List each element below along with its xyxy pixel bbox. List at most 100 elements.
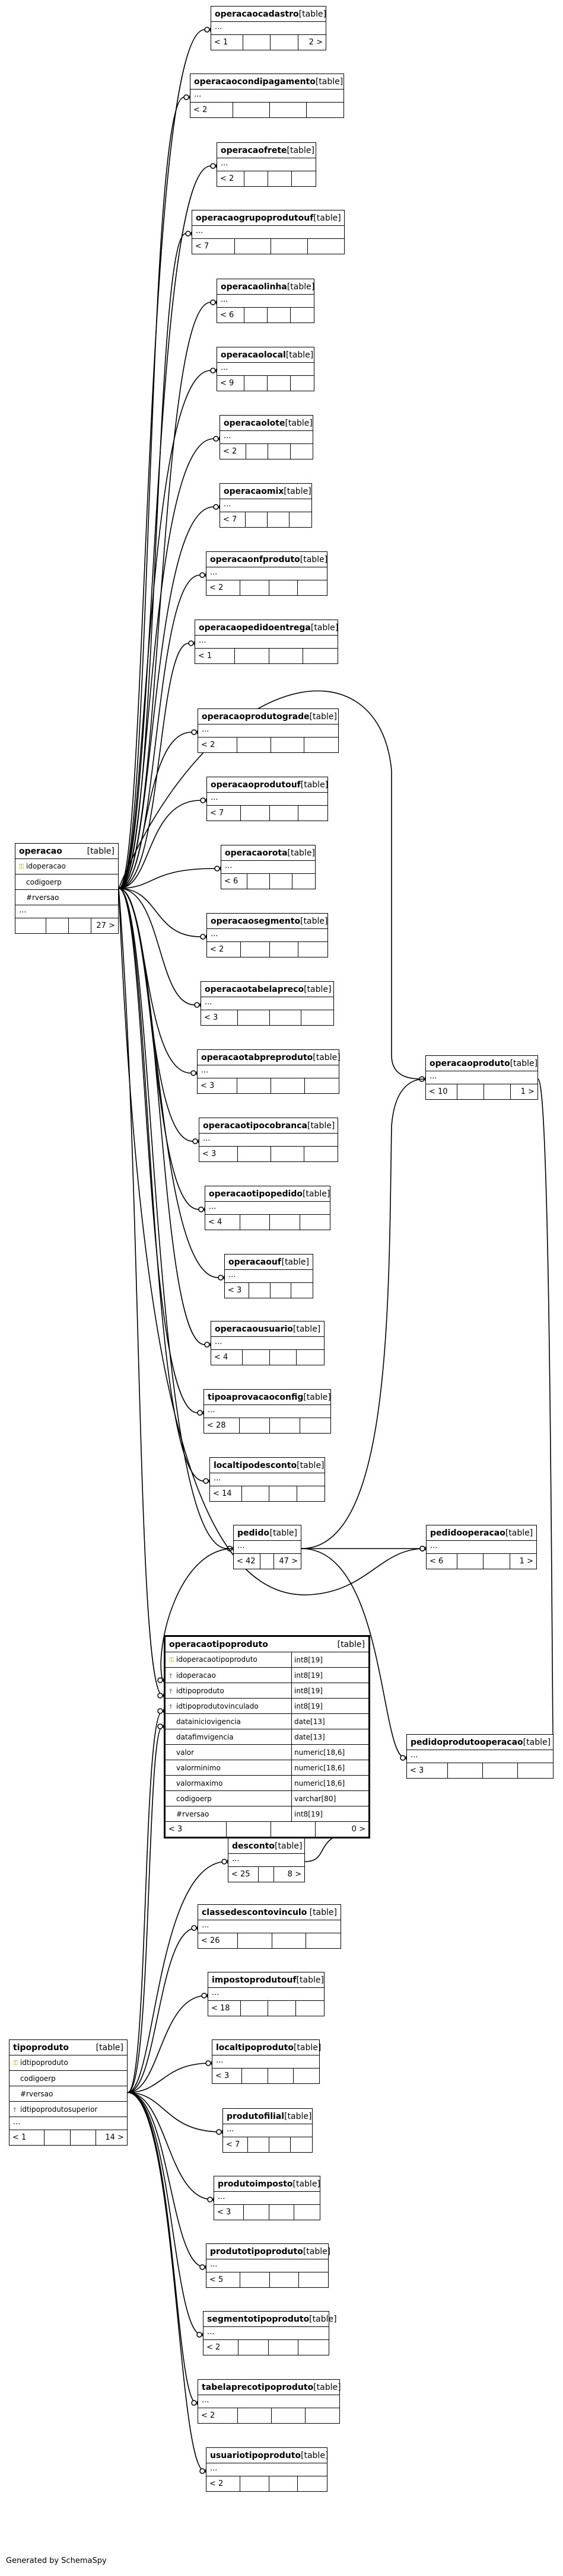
- footer-cell[interactable]: < 3: [166, 1822, 227, 1837]
- table-header[interactable]: operacaorota[table]: [221, 845, 315, 861]
- table-header[interactable]: tabelaprecotipoproduto[table]: [198, 2380, 341, 2395]
- footer-cell[interactable]: [292, 171, 316, 186]
- footer-cell[interactable]: [298, 2476, 327, 2491]
- table-header[interactable]: operacaomix[table]: [220, 484, 311, 499]
- footer-cell[interactable]: [291, 308, 314, 323]
- table-operacaoprodutograde[interactable]: operacaoprodutograde[table]...< 2: [198, 708, 339, 753]
- footer-cell[interactable]: [297, 1350, 324, 1365]
- table-header[interactable]: operacaolote[table]: [220, 416, 313, 431]
- footer-cell[interactable]: 47 >: [279, 1557, 298, 1566]
- footer-cell[interactable]: < 7: [223, 2137, 248, 2152]
- table-header[interactable]: operacaolinha[table]: [217, 279, 314, 295]
- table-operacaotabelapreco[interactable]: operacaotabelapreco[table]...< 3: [201, 981, 334, 1026]
- table-usuariotipoproduto[interactable]: usuariotipoproduto[table]...< 2: [206, 2447, 328, 2492]
- table-operacaolote[interactable]: operacaolote[table]...< 2: [220, 415, 313, 459]
- table-header[interactable]: classedescontovinculo[table]: [198, 1905, 341, 1920]
- table-header[interactable]: usuariotipoproduto[table]: [206, 2448, 328, 2463]
- footer-cell[interactable]: < 3: [198, 1078, 237, 1093]
- footer-cell[interactable]: < 3: [199, 1147, 238, 1161]
- table-produtofilial[interactable]: produtofilial[table]...< 7: [222, 2108, 313, 2153]
- footer-cell[interactable]: [298, 2340, 329, 2355]
- table-header[interactable]: impostoprodutouf[table]: [208, 1972, 324, 1988]
- column-row[interactable]: #rversao: [9, 2086, 127, 2102]
- footer-cell[interactable]: < 2: [206, 580, 240, 595]
- footer-cell[interactable]: < 10: [426, 1084, 457, 1099]
- table-header[interactable]: produtoimposto[table]: [214, 2176, 320, 2192]
- table-header[interactable]: localtipoproduto[table]: [212, 2040, 321, 2055]
- footer-cell[interactable]: [297, 1486, 325, 1501]
- footer-cell[interactable]: [300, 1418, 330, 1433]
- table-header[interactable]: operacaolocal[table]: [217, 347, 314, 363]
- footer-cell[interactable]: < 2: [220, 444, 246, 459]
- table-impostoprodutouf[interactable]: impostoprodutouf[table]...< 18: [208, 1972, 325, 2016]
- column-row[interactable]: ⚿idoperacao: [15, 859, 118, 874]
- table-header[interactable]: operacaotabelapreco[table]: [201, 982, 333, 997]
- table-tipoaprovacaoconfig[interactable]: tipoaprovacaoconfig[table]...< 28: [203, 1389, 331, 1434]
- table-operacaouf[interactable]: operacaouf[table]...< 3: [224, 1254, 313, 1298]
- table-header[interactable]: operacaotipoproduto[table]: [166, 1637, 368, 1652]
- table-operacaoprodutouf[interactable]: operacaoprodutouf[table]...< 7: [206, 777, 328, 821]
- table-produtotipoproduto[interactable]: produtotipoproduto[table]...< 5: [206, 2243, 330, 2288]
- footer-cell[interactable]: [308, 239, 344, 254]
- table-produtoimposto[interactable]: produtoimposto[table]...< 3: [214, 2176, 320, 2220]
- footer-cell[interactable]: [304, 738, 338, 752]
- table-header[interactable]: produtotipoproduto[table]: [206, 2244, 330, 2259]
- footer-cell[interactable]: < 7: [192, 239, 235, 254]
- footer-cell[interactable]: < 9: [217, 376, 244, 391]
- table-operacaolinha[interactable]: operacaolinha[table]...< 6: [217, 279, 314, 323]
- footer-cell[interactable]: < 7: [207, 806, 241, 821]
- footer-cell[interactable]: [306, 1933, 341, 1948]
- column-row[interactable]: #rversao: [15, 890, 118, 905]
- table-header[interactable]: operacaofrete[table]: [217, 143, 316, 158]
- table-header[interactable]: operacaoprodutouf[table]: [207, 777, 328, 793]
- footer-cell[interactable]: < 26: [198, 1933, 238, 1948]
- footer-cell[interactable]: < 14: [210, 1486, 243, 1501]
- footer-cell[interactable]: < 6: [427, 1554, 457, 1569]
- table-header[interactable]: tipoaprovacaoconfig[table]: [204, 1390, 331, 1405]
- footer-cell[interactable]: < 18: [208, 2001, 241, 2016]
- footer-cell[interactable]: < 4: [211, 1350, 243, 1365]
- footer-cell[interactable]: < 4: [205, 1215, 240, 1230]
- footer-cell[interactable]: 2 >: [308, 38, 323, 47]
- table-classedescontovinculo[interactable]: classedescontovinculo[table]...< 26: [198, 1904, 341, 1949]
- footer-cell[interactable]: [291, 1283, 313, 1298]
- table-operacaolocal[interactable]: operacaolocal[table]...< 9: [217, 347, 314, 391]
- footer-cell[interactable]: [291, 444, 313, 459]
- footer-cell[interactable]: [15, 918, 46, 933]
- footer-cell[interactable]: < 2: [198, 738, 238, 752]
- footer-cell[interactable]: [518, 1763, 553, 1778]
- table-operacaotipoproduto[interactable]: operacaotipoproduto[table]⚿idoperacaotip…: [164, 1635, 370, 1838]
- table-header[interactable]: operacaoprodutograde[table]: [198, 709, 338, 724]
- table-pedidoprodutooperacao[interactable]: pedidoprodutooperacao[table]...< 3: [406, 1734, 554, 1779]
- footer-cell[interactable]: [292, 874, 315, 889]
- table-header[interactable]: localtipodesconto[table]: [210, 1458, 325, 1473]
- table-header[interactable]: operacaonfproduto[table]: [206, 552, 327, 567]
- table-header[interactable]: operacaousuario[table]: [211, 1321, 324, 1337]
- footer-cell[interactable]: < 2: [206, 2476, 240, 2491]
- column-row[interactable]: ⚿idtipoproduto: [9, 2055, 127, 2071]
- footer-cell[interactable]: < 6: [217, 308, 244, 323]
- table-header[interactable]: operacaotipopedido[table]: [205, 1186, 330, 1202]
- footer-cell[interactable]: < 1: [9, 2130, 45, 2145]
- footer-cell[interactable]: < 7: [220, 512, 246, 527]
- table-tabelaprecotipoproduto[interactable]: tabelaprecotipoproduto[table]...< 2: [198, 2379, 341, 2424]
- table-localtipodesconto[interactable]: localtipodesconto[table]...< 14: [209, 1457, 325, 1502]
- table-operacaorota[interactable]: operacaorota[table]...< 6: [221, 845, 316, 889]
- table-header[interactable]: operacaoproduto[table]: [426, 1056, 537, 1071]
- table-operacaonfproduto[interactable]: operacaonfproduto[table]...< 2: [206, 551, 327, 596]
- footer-cell[interactable]: 1 >: [520, 1087, 535, 1096]
- footer-cell[interactable]: < 2: [203, 2340, 239, 2355]
- footer-cell[interactable]: 8 >: [287, 1870, 301, 1879]
- table-header[interactable]: pedido[table]: [234, 1525, 301, 1541]
